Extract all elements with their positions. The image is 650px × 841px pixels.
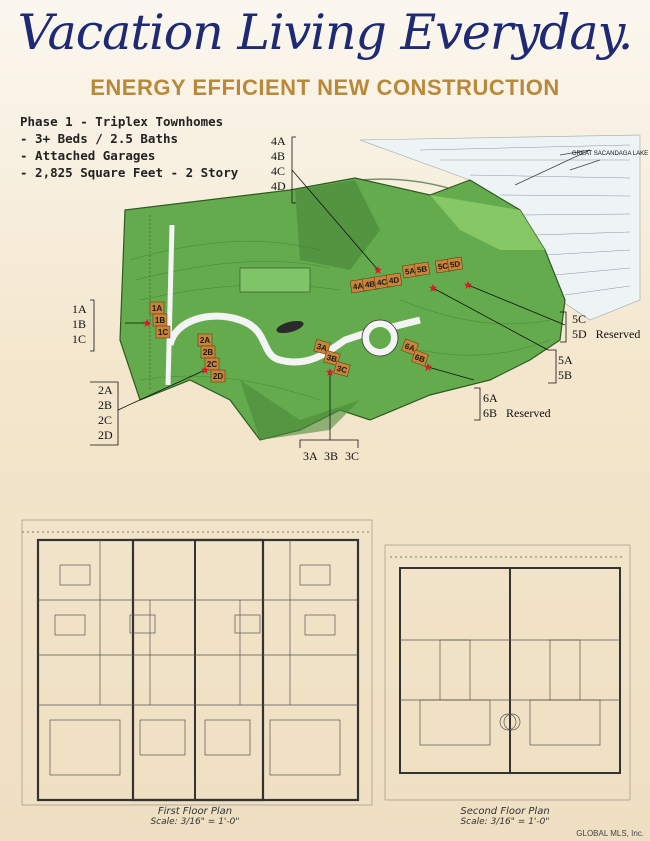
building-label: 4D: [388, 275, 400, 285]
unit-label: 2B: [98, 398, 113, 412]
location-marker: [429, 284, 437, 292]
group-2-labels: 2A 2B 2C 2D: [98, 383, 113, 443]
group-5ab-labels: 5A 5B: [558, 353, 573, 383]
unit-label: 5B: [558, 368, 573, 382]
lake-label: GREAT SACANDAGA LAKE: [572, 151, 649, 157]
building-label: 3C: [336, 364, 348, 375]
unit-label: 6A: [483, 391, 498, 405]
unit-label: 2A: [98, 383, 113, 397]
building-label: 2D: [213, 372, 223, 381]
building-label: 5A: [404, 266, 416, 276]
building-label: 1C: [158, 328, 168, 337]
first-floor-title: First Floor Plan: [157, 806, 233, 817]
building-label: 4A: [352, 281, 364, 291]
group-3-labels: 3A 3B 3C: [303, 449, 359, 464]
building-label: 6B: [413, 352, 426, 364]
building-5d: 5D: [446, 256, 464, 272]
building-label: 2C: [207, 360, 217, 369]
building-6b: 6B: [411, 349, 429, 367]
building-label: 3B: [326, 353, 338, 364]
contour-lines: [129, 241, 551, 401]
unit-label: 4D: [271, 179, 286, 193]
reserved-label: Reserved: [595, 327, 641, 341]
building-label: 2B: [203, 348, 213, 357]
group-5cd-labels: 5C 5D Reserved: [572, 312, 640, 342]
location-marker: [326, 368, 334, 376]
unit-label: 4C: [271, 164, 286, 178]
phase-line: - 2,825 Square Feet - 2 Story: [20, 165, 239, 180]
building-1c: 1C: [155, 325, 171, 339]
group-1-labels: 1A 1B 1C: [72, 302, 87, 347]
building-label: 2A: [200, 336, 210, 345]
first-floor-plan: [21, 519, 373, 806]
building-label: 4B: [364, 279, 376, 289]
unit-label: 1B: [72, 317, 87, 331]
building-label: 6A: [403, 341, 416, 353]
unit-label: 3C: [345, 449, 360, 463]
location-marker: [143, 319, 151, 327]
location-marker: [464, 281, 472, 289]
building-label: 1A: [152, 304, 162, 313]
building-1a: 1A: [149, 301, 165, 315]
building-label: 3A: [316, 342, 328, 353]
phase-line: - 3+ Beds / 2.5 Baths: [20, 131, 179, 146]
page-title: Vacation Living Everyday.: [17, 4, 634, 61]
building-5a: 5A: [401, 263, 419, 279]
mls-credit: GLOBAL MLS, Inc.: [576, 829, 644, 838]
building-label: 5D: [449, 259, 461, 269]
second-floor-plan: [384, 544, 631, 801]
building-5b: 5B: [413, 261, 431, 277]
brackets: [90, 136, 567, 446]
building-3c: 3C: [333, 361, 351, 377]
pond: [276, 320, 304, 334]
building-label: 4C: [376, 277, 388, 287]
phase-line: - Attached Garages: [20, 148, 156, 163]
lake-hatch: [419, 144, 631, 296]
open-space-box: [239, 267, 311, 293]
unit-label: 4A: [271, 134, 286, 148]
building-3b: 3B: [323, 350, 341, 366]
building-6a: 6A: [401, 338, 419, 356]
phase-info: Phase 1 - Triplex Townhomes - 3+ Beds / …: [20, 113, 238, 181]
building-label: 5C: [437, 261, 449, 271]
unit-label: 3B: [324, 449, 339, 463]
unit-label: 6B: [483, 406, 498, 420]
second-floor-title: Second Floor Plan: [460, 806, 550, 817]
unit-label: 5D: [572, 327, 587, 341]
reserved-label: Reserved: [506, 406, 551, 420]
unit-label: 4B: [271, 149, 286, 163]
building-3a: 3A: [313, 339, 331, 355]
unit-label: 2C: [98, 413, 113, 427]
building-4d: 4D: [385, 272, 403, 288]
building-label: 1B: [155, 316, 165, 325]
unit-label: 1C: [72, 332, 87, 346]
markers: [143, 266, 472, 376]
unit-label: 3A: [303, 449, 318, 463]
first-floor-caption: First Floor Plan Scale: 3/16" = 1'-0": [120, 806, 270, 827]
first-floor-scale: Scale: 3/16" = 1'-0": [150, 817, 240, 827]
second-floor-caption: Second Floor Plan Scale: 3/16" = 1'-0": [430, 806, 580, 827]
location-marker: [201, 366, 209, 374]
building-2d: 2D: [210, 369, 226, 383]
group-4-labels: 4A 4B 4C 4D: [271, 134, 286, 194]
unit-label: 2D: [98, 428, 113, 442]
unit-label: 1A: [72, 302, 87, 316]
location-marker: [374, 266, 382, 274]
unit-label: 5C: [572, 312, 587, 326]
phase-line: Phase 1 - Triplex Townhomes: [20, 114, 224, 129]
second-floor-scale: Scale: 3/16" = 1'-0": [460, 817, 550, 827]
location-marker: [424, 363, 432, 371]
group-6-labels: 6A 6B Reserved: [483, 391, 551, 421]
building-label: 5B: [416, 264, 428, 274]
unit-label: 5A: [558, 353, 573, 367]
page-subtitle: ENERGY EFFICIENT NEW CONSTRUCTION: [90, 75, 560, 100]
